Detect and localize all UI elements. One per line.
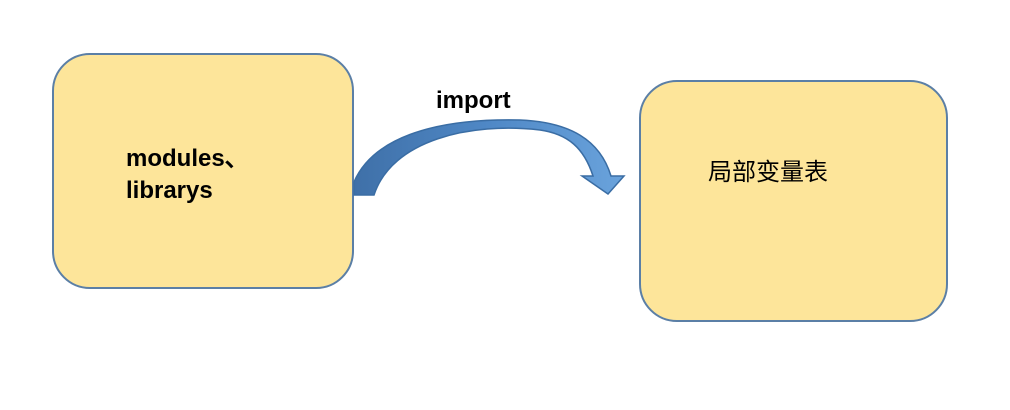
target-box-local-variable-table: 局部变量表 [639, 80, 948, 322]
arrow-label-import: import [436, 87, 511, 114]
source-box-label: modules、 librarys [126, 143, 249, 207]
target-box-label: 局部变量表 [708, 158, 828, 186]
source-box-line-2: librarys [126, 177, 213, 204]
source-box-modules-librarys: modules、 librarys [52, 53, 354, 289]
curved-arrow-shape [353, 119, 626, 196]
source-box-line-1: modules、 [126, 145, 249, 172]
